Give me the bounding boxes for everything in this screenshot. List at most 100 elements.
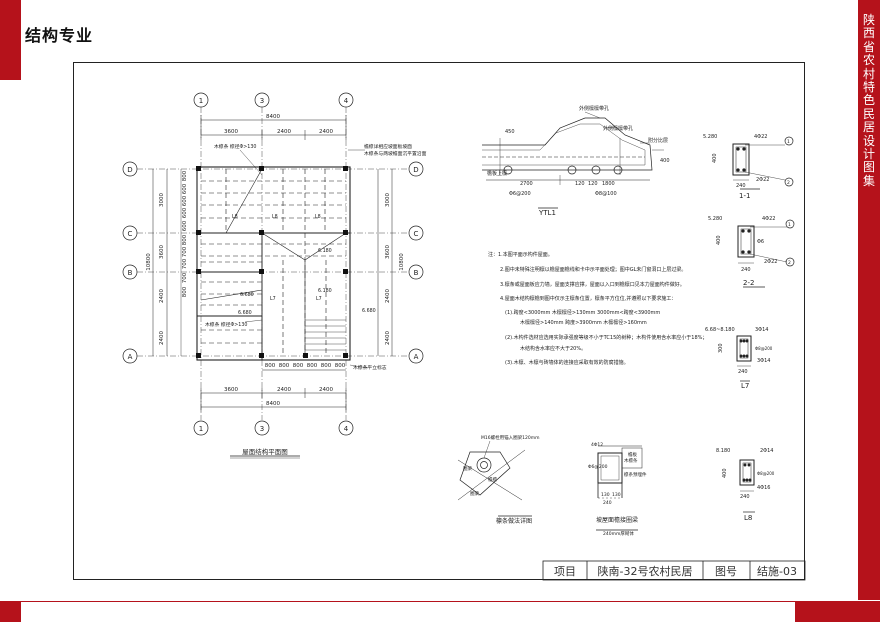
beam-label: L7 xyxy=(270,296,276,302)
plan-note: 木檩条平立标志 xyxy=(353,364,387,371)
axis-label: 3 xyxy=(260,425,264,433)
section-caption: 1-1 xyxy=(739,192,750,200)
elevation: 6.180 xyxy=(318,248,332,254)
note-line: 木檩檩径>140mm 跨度>3900mm 木檩檩径>160mm xyxy=(520,319,647,326)
note-line: 注：1.本图平面示构件屋面。 xyxy=(488,251,553,258)
ytl-rebar: Φ8@100 xyxy=(595,191,617,197)
note-line: 木结构含水率应不大于20%。 xyxy=(520,345,586,352)
axis-label: A xyxy=(414,353,419,361)
axis-label: B xyxy=(128,269,133,277)
dim: 240 xyxy=(741,267,751,273)
marker: 1 xyxy=(787,139,790,145)
axis-label: A xyxy=(128,353,133,361)
section-l7-text: 6.68~8.180 3Φ14 Φ8@200 3Φ14 300 240 L7 xyxy=(705,327,773,390)
plan-note: 木檩条 檩径Φ>130 xyxy=(205,321,247,328)
ytl-note: 外侧檩檩带孔 xyxy=(603,125,633,132)
dim-label: 2400 xyxy=(277,387,291,393)
ytl1-text: 外侧檩檩带孔 外侧檩檩带孔 附分比层 檐板上檩 450 2700 1800 40… xyxy=(487,105,670,217)
project-label: 项目 xyxy=(554,565,576,578)
section-caption: L7 xyxy=(741,382,749,390)
note-line: (3).木檩、木檩与砖墙体的连接应采取有效的防腐措施。 xyxy=(505,359,629,366)
axis-label: B xyxy=(414,269,419,277)
dim-label: 3600 xyxy=(224,129,238,135)
side-series-title: 陕西省农村特色民居设计图集 xyxy=(862,13,875,188)
eave-beam-detail-text: 4Φ12 Φ6@200 木檩条 檐板 檩条预埋件 130 130 240 坡屋面… xyxy=(588,442,647,537)
ytl-dim: 120 xyxy=(575,181,585,187)
rafter-dim: 600 xyxy=(182,220,188,231)
section-caption: 2-2 xyxy=(743,279,754,287)
dim-label: 10800 xyxy=(399,253,405,271)
note-line: 3.檩条或屋面板应力墙，屋面支撑应撑，屋面以入口到檐檩口见本力屋面构件做好。 xyxy=(500,281,685,288)
dim: 400 xyxy=(712,153,718,163)
rebar-bot: 3Φ14 xyxy=(757,358,770,364)
detail-label: 檐檩 xyxy=(488,476,497,483)
dim-label: 800 xyxy=(279,363,290,369)
rafter-dim: 600 xyxy=(182,195,188,206)
dim-label: 2400 xyxy=(159,289,165,303)
dim-label: 3000 xyxy=(159,193,165,207)
rebar-bot: 4Φ16 xyxy=(757,485,770,491)
right-red-bar xyxy=(858,0,880,600)
detail-dim: 240 xyxy=(603,500,612,506)
elev: 6.68~8.180 xyxy=(705,327,735,333)
elevation: 6.180 xyxy=(318,288,332,294)
title-block xyxy=(542,560,806,581)
section-title: 结构专业 xyxy=(25,26,94,45)
detail-label: 4Φ12 xyxy=(591,442,603,448)
axis-label: 3 xyxy=(260,97,264,105)
dim-label: 2400 xyxy=(277,129,291,135)
marker: 2 xyxy=(787,180,790,186)
section-2-2-text: 5.280 4Φ22 Φ6 2Φ22 400 240 1 2 2-2 xyxy=(708,216,791,287)
dim-label: 3600 xyxy=(224,387,238,393)
ytl-rebar: Φ6@200 xyxy=(509,191,531,197)
plan-note: 木檩条 檩径Φ>130 xyxy=(214,143,256,150)
dim-label: 3600 xyxy=(385,245,391,259)
dim: 240 xyxy=(736,183,746,189)
rafter-dim: 800 xyxy=(182,234,188,245)
general-notes: 注：1.本图平面示构件屋面。 2.图中未特殊注明檩以檐屋面檐线和卡中示平面处理；… xyxy=(488,251,707,366)
dim-label: 8400 xyxy=(266,401,280,407)
purlin-detail xyxy=(457,440,532,517)
rafter-dim: 600 xyxy=(182,183,188,194)
section-1-1-text: 5.280 4Φ22 2Φ22 400 240 1 2 1-1 xyxy=(703,134,790,200)
elev: 8.180 xyxy=(716,448,730,454)
project-name: 陕南-32号农村民居 xyxy=(598,564,693,578)
axis-label: 4 xyxy=(344,97,349,105)
dim: 400 xyxy=(716,235,722,245)
section-2-2 xyxy=(737,219,795,288)
note-line: 2.图中未特殊注明檩以檐屋面檐线和卡中示平面处理；图中GL未门窗洞口上层过梁。 xyxy=(500,266,686,273)
axis-label: C xyxy=(414,230,419,238)
section-l7 xyxy=(736,335,752,382)
rebar-top: 2Φ14 xyxy=(760,448,773,454)
rafter-dim: 700 xyxy=(182,246,188,257)
dim: 300 xyxy=(718,343,724,353)
rafter-dim: 700 xyxy=(182,272,188,283)
elevation: 6.680 xyxy=(238,310,252,316)
axis-label: 1 xyxy=(199,97,203,105)
rebar-mid: Φ8@200 xyxy=(755,346,773,351)
rafter-dim: 800 xyxy=(182,286,188,297)
axis-label: 4 xyxy=(344,425,349,433)
note-line: (2).木构件选材应选用实际承强度等级不小于TC15的树种；木构件使用含水率应小… xyxy=(505,334,707,341)
section-l8 xyxy=(739,459,755,513)
section-caption: L8 xyxy=(744,514,752,522)
roof-structure-plan xyxy=(122,92,424,459)
ytl-note: 附分比层 xyxy=(648,137,668,144)
beam-label: L7 xyxy=(316,296,322,302)
rebar-top: 4Φ22 xyxy=(754,134,767,140)
rafter-dim: 600 xyxy=(182,207,188,218)
rafter-dim: 800 xyxy=(182,170,188,181)
purlin-detail-text: M16螺栓用锚入圈梁120mm 圈梁 檐檩 圈梁 檩条做法详图 xyxy=(463,434,539,525)
detail-subcaption: 240mm厚砌体 xyxy=(603,530,634,537)
plan-note: 檐檩详相应坡面板坡面 xyxy=(364,143,412,150)
plan-caption: 屋面结构平面图 xyxy=(242,447,288,456)
dim-label: 3000 xyxy=(385,193,391,207)
section-l8-text: 8.180 2Φ14 Φ8@200 4Φ16 400 240 L8 xyxy=(716,448,775,522)
ytl1-detail xyxy=(482,111,664,209)
ytl-label: 檐板上檩 xyxy=(487,170,507,177)
ytl-dim: 1800 xyxy=(602,181,615,187)
section-1-1 xyxy=(732,136,794,190)
drawing-no: 结施-03 xyxy=(757,565,797,578)
beam-label: L8 xyxy=(315,214,321,220)
